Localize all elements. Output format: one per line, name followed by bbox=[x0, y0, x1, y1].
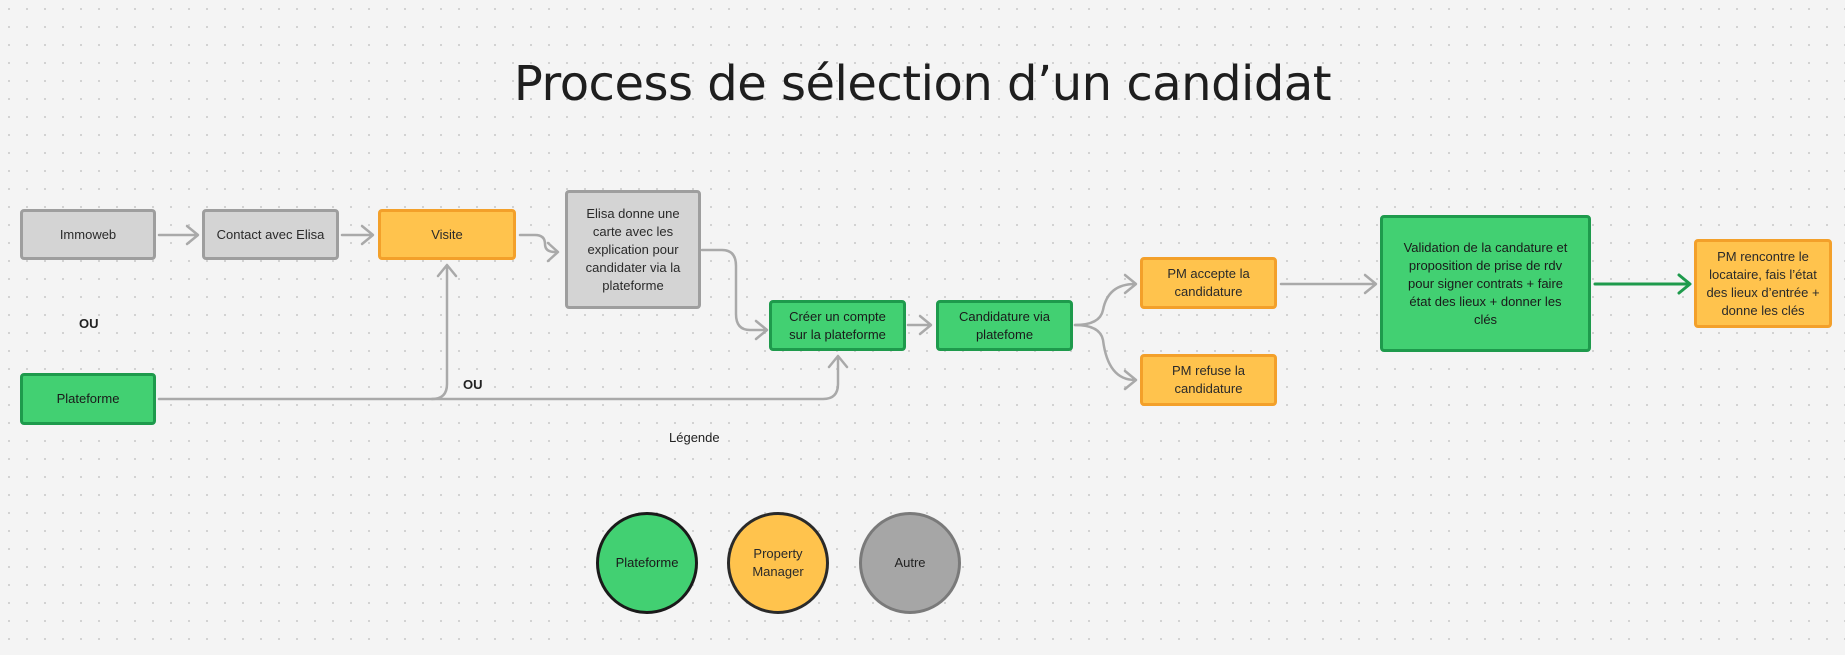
legend-property-manager-label: Property Manager bbox=[752, 546, 804, 579]
node-contact-elisa[interactable]: Contact avec Elisa bbox=[202, 209, 339, 260]
arrow-elisa-creer bbox=[700, 248, 769, 341]
node-pm-rencontre-label: PM rencontre le locataire, fais l’état d… bbox=[1706, 248, 1820, 318]
arrow-creer-candidature bbox=[906, 314, 933, 336]
node-plateforme-label: Plateforme bbox=[56, 391, 120, 406]
node-elisa-carte[interactable]: Elisa donne une carte avec les explicati… bbox=[565, 190, 701, 309]
node-elisa-carte-label: Elisa donne une carte avec les explicati… bbox=[585, 205, 681, 293]
arrow-immoweb-contact bbox=[157, 224, 200, 246]
node-pm-refuse[interactable]: PM refuse la candidature bbox=[1140, 354, 1277, 406]
node-contact-elisa-label: Contact avec Elisa bbox=[216, 226, 325, 242]
arrow-contact-visite bbox=[340, 224, 375, 246]
arrow-plateforme-creer bbox=[430, 354, 849, 401]
node-validation-label: Validation de la candature et propositio… bbox=[1403, 239, 1568, 327]
legend-plateforme: Plateforme bbox=[596, 512, 698, 614]
arrow-visite-elisa bbox=[518, 233, 560, 263]
legend-plateforme-label: Plateforme bbox=[615, 555, 679, 570]
ou-label-mid: OU bbox=[463, 377, 483, 392]
legend-autre: Autre bbox=[859, 512, 961, 614]
arrow-candidature-refuse bbox=[1073, 323, 1138, 391]
node-plateforme[interactable]: Plateforme bbox=[20, 373, 156, 425]
legend-autre-label: Autre bbox=[894, 555, 926, 570]
legend-property-manager: Property Manager bbox=[727, 512, 829, 614]
node-creer-compte[interactable]: Créer un compte sur la plateforme bbox=[769, 300, 906, 351]
node-pm-rencontre[interactable]: PM rencontre le locataire, fais l’état d… bbox=[1694, 239, 1832, 328]
node-immoweb-label: Immoweb bbox=[59, 226, 117, 242]
node-candidature-label: Candidature via platefome bbox=[958, 308, 1051, 342]
node-immoweb[interactable]: Immoweb bbox=[20, 209, 156, 260]
arrow-accepte-validation bbox=[1279, 273, 1378, 295]
arrow-plateforme-visite bbox=[157, 263, 458, 401]
legend-title: Légende bbox=[669, 430, 720, 445]
node-pm-refuse-label: PM refuse la candidature bbox=[1172, 363, 1245, 396]
node-pm-accepte[interactable]: PM accepte la candidature bbox=[1140, 257, 1277, 309]
node-pm-accepte-label: PM accepte la candidature bbox=[1167, 266, 1250, 299]
ou-label-left: OU bbox=[79, 316, 99, 331]
node-creer-compte-label: Créer un compte sur la plateforme bbox=[789, 308, 886, 342]
node-visite[interactable]: Visite bbox=[378, 209, 516, 260]
node-validation[interactable]: Validation de la candature et propositio… bbox=[1380, 215, 1591, 352]
arrow-candidature-accepte bbox=[1073, 273, 1138, 327]
diagram-title: Process de sélection d’un candidat bbox=[513, 56, 1332, 112]
arrow-validation-rencontre bbox=[1593, 273, 1692, 295]
node-candidature[interactable]: Candidature via platefome bbox=[936, 300, 1073, 351]
node-visite-label: Visite bbox=[431, 226, 463, 242]
